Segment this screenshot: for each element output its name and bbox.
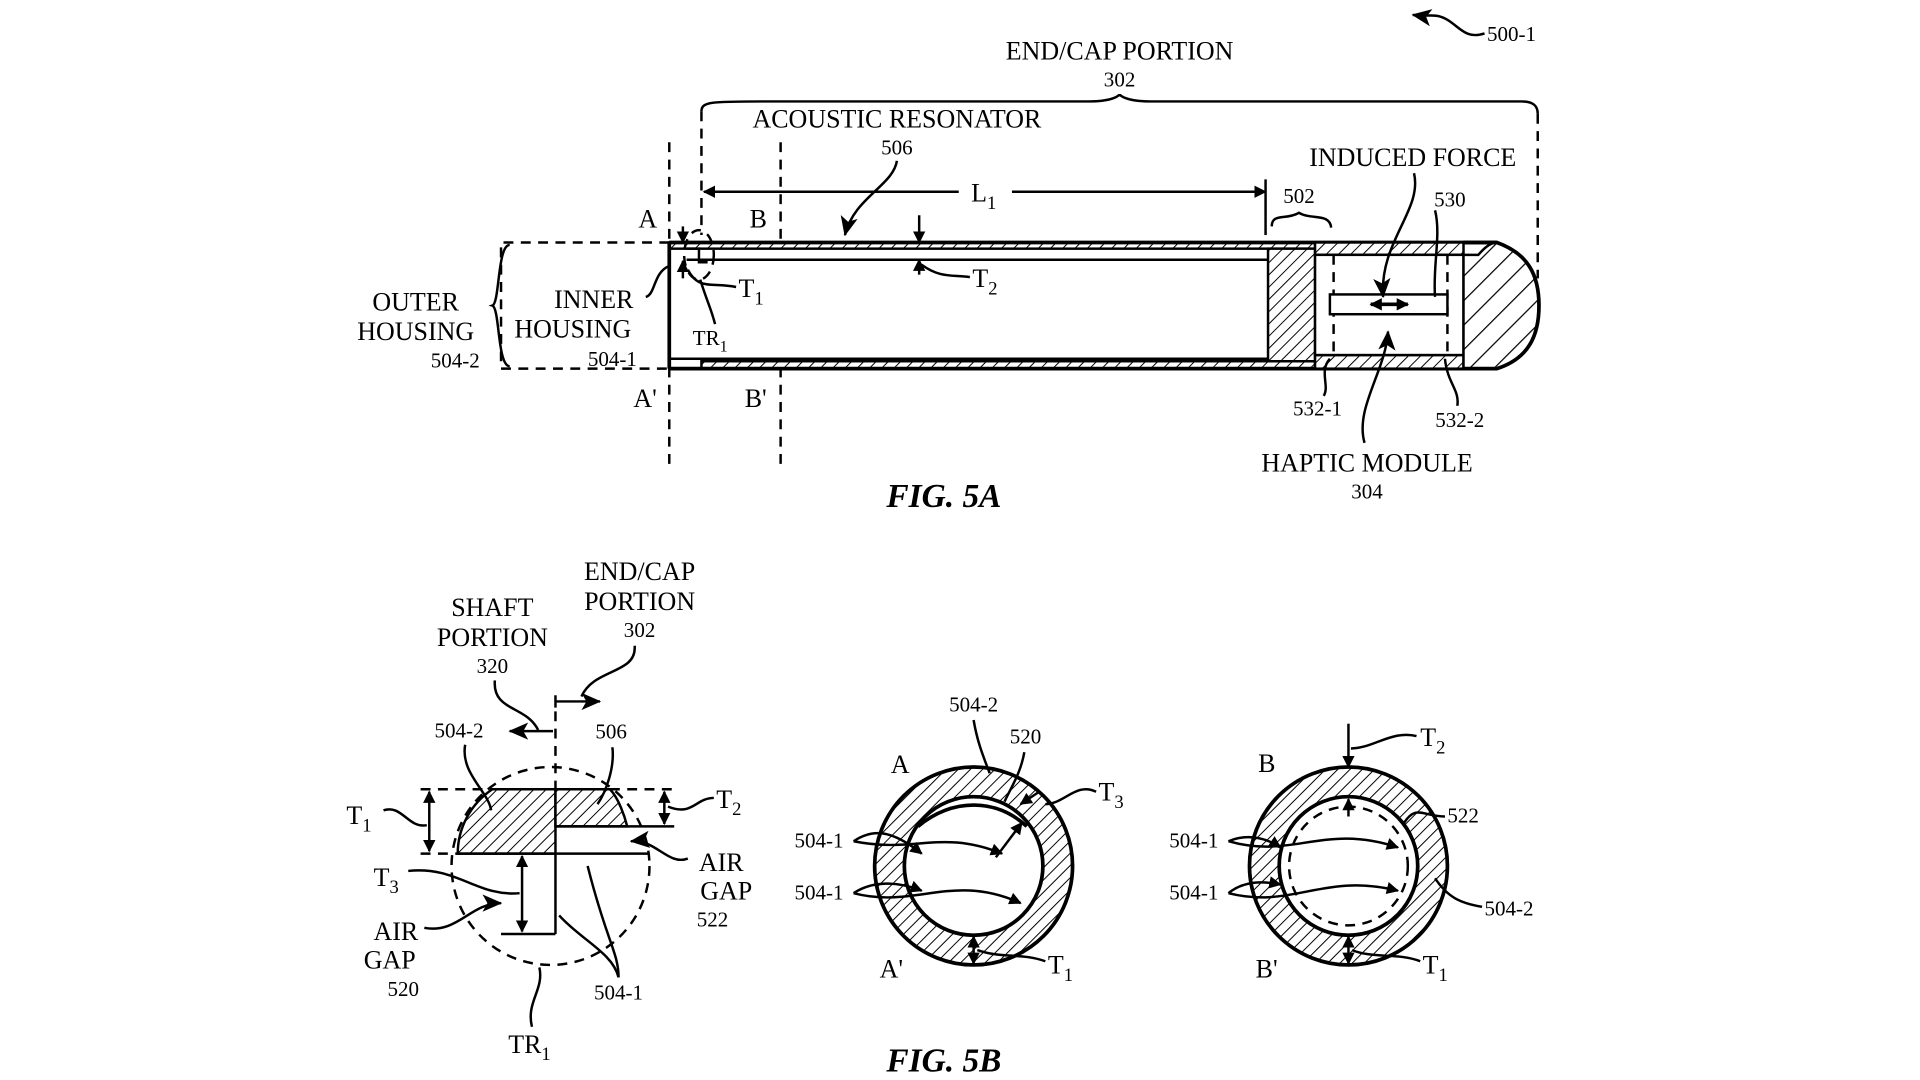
inner-housing-ref: 504-1 (588, 347, 637, 371)
fig-5b-caption: FIG. 5B (885, 1042, 1001, 1079)
plug-502 (1266, 247, 1317, 363)
ref-504-1: 504-1 (594, 981, 643, 1005)
end-cap-portion-line2: PORTION (584, 587, 695, 616)
ref-532-1: 532-1 (1293, 397, 1342, 421)
air-gap-520-line1: AIR (374, 917, 419, 946)
section-a-bottom: A' (880, 954, 903, 983)
section-b-top: B (1258, 749, 1275, 778)
end-cap-brace (700, 93, 1539, 114)
tr1-label: TR1 (693, 326, 728, 355)
outer-housing-line2: HOUSING (357, 317, 474, 346)
section-b-label: B (750, 205, 767, 234)
ref-504-1-a: 504-1 (794, 828, 843, 852)
ref-504-2: 504-2 (434, 718, 483, 742)
haptic-module-ref: 304 (1351, 480, 1383, 504)
air-gap-520-line2: GAP (364, 946, 416, 975)
figure-ref-500-1: 500-1 (1411, 9, 1536, 46)
fig-5a: 500-1 END/CAP PORTION 302 ACOUSTIC RESON… (357, 9, 1541, 515)
length-l1: L1 (971, 179, 996, 214)
t1-label: T1 (1048, 951, 1073, 986)
t3-label: T3 (374, 863, 399, 898)
ref-530: 530 (1434, 188, 1466, 212)
air-gap-522-line1: AIR (699, 848, 744, 877)
fig-5b-section-aa: A A' 504-2 520 T3 504-1 504-1 T1 (794, 692, 1123, 986)
tr1-label: TR1 (508, 1030, 550, 1065)
ref-506: 506 (595, 720, 627, 744)
fig-5a-caption: FIG. 5A (885, 478, 1001, 515)
section-a-prime-label: A' (633, 384, 656, 413)
air-gap-520-ref: 520 (388, 977, 420, 1001)
acoustic-resonator-ref: 506 (881, 136, 913, 160)
section-b-prime-label: B' (745, 384, 767, 413)
t2-label: T2 (716, 785, 741, 820)
section-a-label: A (638, 205, 657, 234)
shaft-portion-line2: PORTION (437, 623, 548, 652)
t2-label: T2 (1420, 723, 1445, 758)
ref-522: 522 (1447, 804, 1479, 828)
end-cap-ref: 302 (1104, 68, 1136, 92)
t2-label: T2 (972, 264, 997, 299)
t1-label: T1 (346, 801, 371, 836)
air-gap-522-ref: 522 (697, 908, 729, 932)
inner-housing-line1: INNER (554, 285, 634, 314)
shaft-portion-line1: SHAFT (451, 593, 533, 622)
induced-force-label: INDUCED FORCE (1309, 143, 1516, 172)
figure-ref-label: 500-1 (1487, 22, 1536, 46)
ref-504-2: 504-2 (1485, 896, 1534, 920)
t3-label: T3 (1099, 777, 1124, 812)
air-gap-522-line2: GAP (700, 876, 752, 905)
fig-5b-section-bb: B B' T2 522 504-1 504-1 504-2 T1 (1169, 723, 1533, 986)
end-cap-portion-ref: 302 (624, 618, 656, 642)
outer-housing-ref: 504-2 (431, 348, 480, 372)
ref-504-1-a: 504-1 (1169, 828, 1218, 852)
haptic-module-label: HAPTIC MODULE (1261, 448, 1472, 477)
acoustic-resonator-label: ACOUSTIC RESONATOR (752, 104, 1042, 133)
section-a-top: A (891, 750, 910, 779)
ref-520: 520 (1010, 725, 1042, 749)
ref-504-1-b: 504-1 (1169, 880, 1218, 904)
ref-504-1-b: 504-1 (794, 880, 843, 904)
end-cap-portion-line1: END/CAP (584, 557, 695, 586)
shaft-portion-ref: 320 (477, 654, 509, 678)
stylus-body (667, 228, 1541, 371)
ref-504-2: 504-2 (949, 692, 998, 716)
t1-label: T1 (739, 274, 764, 309)
inner-housing-line2: HOUSING (514, 315, 631, 344)
t1-label: T1 (1423, 951, 1448, 986)
ref-502: 502 (1283, 184, 1315, 208)
fig-5b-detail: SHAFT PORTION 320 END/CAP PORTION 302 50… (346, 557, 752, 1065)
ref-532-2: 532-2 (1435, 408, 1484, 432)
end-cap-label: END/CAP PORTION (1006, 36, 1234, 65)
section-b-bottom: B' (1256, 954, 1278, 983)
outer-housing-line1: OUTER (372, 288, 459, 317)
